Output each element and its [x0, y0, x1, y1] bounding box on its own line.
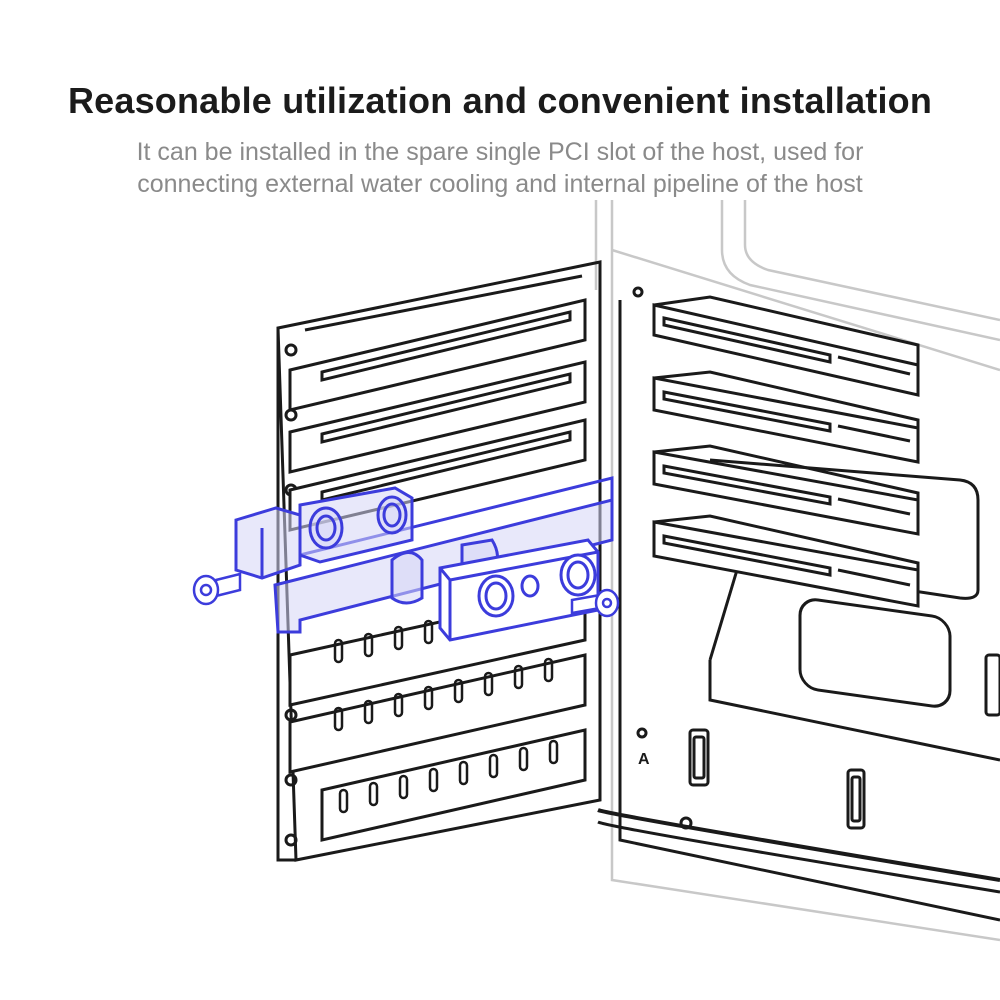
chassis-side-panel: A: [597, 286, 1000, 922]
slot-marker-label: A: [638, 751, 650, 768]
pci-slot-4: [652, 514, 920, 608]
screw-left-icon: [192, 572, 242, 606]
motherboard-slots: [652, 295, 920, 608]
page-description: It can be installed in the spare single …: [60, 136, 940, 200]
description-line-1: It can be installed in the spare single …: [136, 138, 864, 166]
pci-slot-3: [652, 444, 920, 536]
page-title: Reasonable utilization and convenient in…: [67, 80, 933, 121]
vented-cover-2: [288, 653, 587, 774]
slot-covers-vented: [288, 588, 587, 842]
slot-cover-1: [288, 298, 587, 412]
fitting-block: [438, 538, 600, 642]
vented-cover-3: [320, 728, 587, 842]
slot-cover-2: [288, 360, 587, 474]
chassis-outline: [594, 200, 1000, 942]
screw-right-icon: [570, 588, 620, 618]
pci-slot-1: [652, 295, 920, 397]
pci-slot-2: [652, 370, 920, 464]
description-line-2: connecting external water cooling and in…: [137, 170, 863, 198]
